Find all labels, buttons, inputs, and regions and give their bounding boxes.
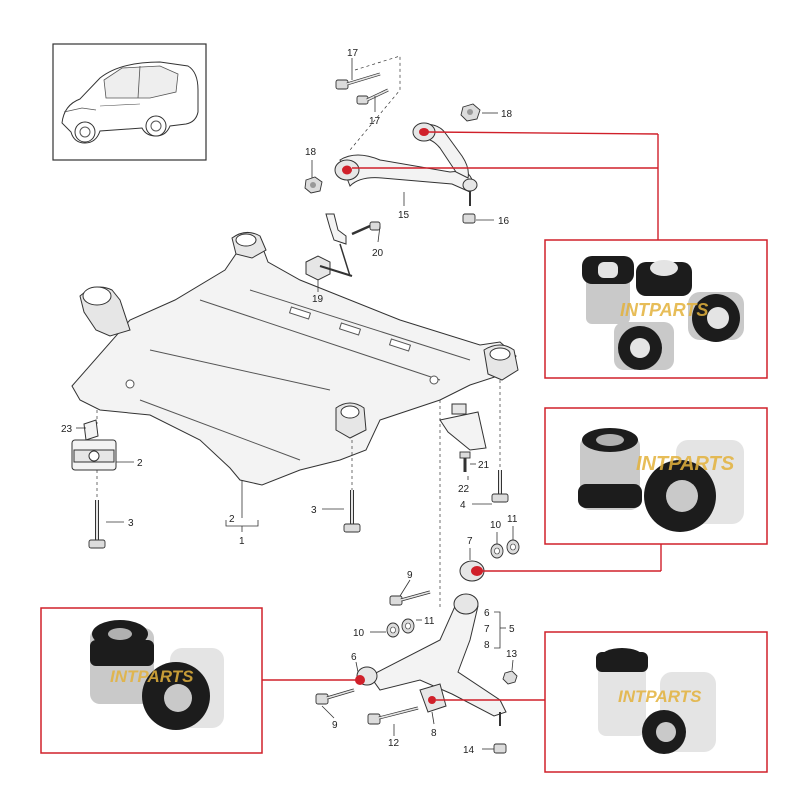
bushing-photo-upper-arm: INTPARTS — [544, 239, 768, 379]
watermark-text: INTPARTS — [620, 300, 708, 320]
callout-19: 19 — [312, 294, 324, 305]
bolt-4 — [491, 470, 509, 503]
callout-6: 6 — [484, 608, 490, 619]
bolt-20 — [351, 221, 381, 236]
lower-control-arm — [355, 593, 507, 726]
nut-18-left — [304, 176, 323, 194]
callout-8: 8 — [484, 640, 490, 651]
bolt-9-lower — [315, 688, 355, 705]
callout-2: 2 — [137, 458, 143, 469]
callout-12: 12 — [388, 738, 400, 749]
callout-15: 15 — [398, 210, 410, 221]
bushing-7 — [459, 560, 485, 582]
vehicle-thumbnail — [52, 43, 207, 161]
nut-16 — [462, 213, 476, 224]
callout-4: 4 — [460, 500, 466, 511]
callout-10: 10 — [353, 628, 365, 639]
callout-labels: 17 17 18 18 15 16 20 19 23 2 2 1 3 3 21 … — [61, 48, 518, 756]
callout-22: 22 — [458, 484, 470, 495]
upper-control-arm-assembly — [304, 55, 481, 224]
callout-17: 17 — [347, 48, 359, 59]
callout-14: 14 — [463, 745, 475, 756]
bolt-3-left — [88, 500, 106, 549]
front-subframe — [71, 232, 519, 486]
watermark-text: INTPARTS — [636, 453, 735, 475]
bolt-12 — [367, 706, 419, 725]
car-thumbnail-icon — [61, 61, 199, 144]
callout-13: 13 — [506, 649, 518, 660]
callout-11: 11 — [507, 514, 518, 525]
callout-18: 18 — [501, 109, 513, 120]
bolt-3-right — [343, 490, 361, 533]
callout-2: 2 — [229, 514, 235, 525]
level-sensor-19 — [305, 213, 353, 281]
callout-5: 5 — [509, 624, 515, 635]
mount-2-left — [71, 419, 117, 471]
nut-13 — [502, 670, 518, 685]
upper-control-arm — [334, 122, 478, 206]
bolt-9-upper — [389, 590, 431, 606]
highlight-connectors — [262, 131, 662, 701]
bolt-17-lower — [356, 88, 389, 105]
bracket-21 — [439, 403, 487, 451]
washers-10-11-upper — [490, 539, 520, 559]
callout-9: 9 — [332, 720, 338, 731]
callout-21: 21 — [478, 460, 490, 471]
nut-14 — [493, 743, 507, 754]
callout-8: 8 — [431, 728, 437, 739]
callout-23: 23 — [61, 424, 73, 435]
watermark-text: INTPARTS — [618, 687, 702, 706]
callout-16: 16 — [498, 216, 510, 227]
watermark-text: INTPARTS — [110, 667, 194, 686]
bushing-photo-ball-joint-side: INTPARTS — [544, 631, 768, 773]
callout-18: 18 — [305, 147, 317, 158]
bolt-22 — [459, 451, 471, 472]
callout-17: 17 — [369, 116, 381, 127]
callout-20: 20 — [372, 248, 384, 259]
bolt-17-upper — [335, 72, 381, 90]
bushing-photo-icon — [582, 256, 744, 370]
callout-7: 7 — [467, 536, 473, 547]
callout-6: 6 — [351, 652, 357, 663]
callout-1: 1 — [239, 536, 245, 547]
callout-9: 9 — [407, 570, 413, 581]
callout-3: 3 — [311, 505, 317, 516]
nut-18-right — [460, 103, 481, 122]
leader-lines — [76, 58, 514, 750]
bushing-photo-lower-arm-front: INTPARTS — [40, 607, 263, 754]
washers-10-11-lower — [386, 618, 415, 638]
callout-10: 10 — [490, 520, 502, 531]
bushing-photo-lower-arm-rear: INTPARTS — [544, 407, 768, 545]
callout-3: 3 — [128, 518, 134, 529]
callout-11: 11 — [424, 616, 435, 627]
callout-7: 7 — [484, 624, 490, 635]
